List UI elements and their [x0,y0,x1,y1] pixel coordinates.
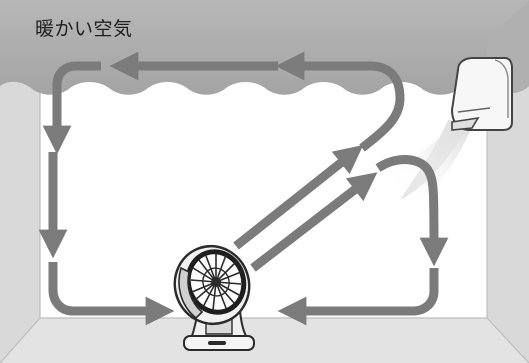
ceiling-return-arrow [275,51,405,152]
fan-grille-inner-ring [202,267,230,297]
ac-louver [451,116,480,131]
left-bottom-arrow [48,262,175,326]
fan-side-shell [178,266,204,320]
bottom-right-arrow [277,268,439,326]
fan-hub [211,277,221,287]
ac-body [450,57,513,131]
circulation-arrows [38,51,449,326]
air-conditioner-icon [450,57,513,131]
warm-air-label: 暖かい空気 [35,18,133,40]
top-arrow-left-segment [42,61,101,155]
ac-side-panel [494,59,509,118]
fan-base-switch [208,341,226,345]
warm-air-band [0,0,529,95]
left-wall [0,0,40,363]
right-arrow-down [375,155,449,267]
floor [0,318,529,363]
fan-diagonal-arrow-upper [233,145,364,250]
ac-vent-line [457,107,491,113]
circulator-fan-icon [173,244,255,351]
fan-diagonal-arrow-lower [250,172,378,272]
